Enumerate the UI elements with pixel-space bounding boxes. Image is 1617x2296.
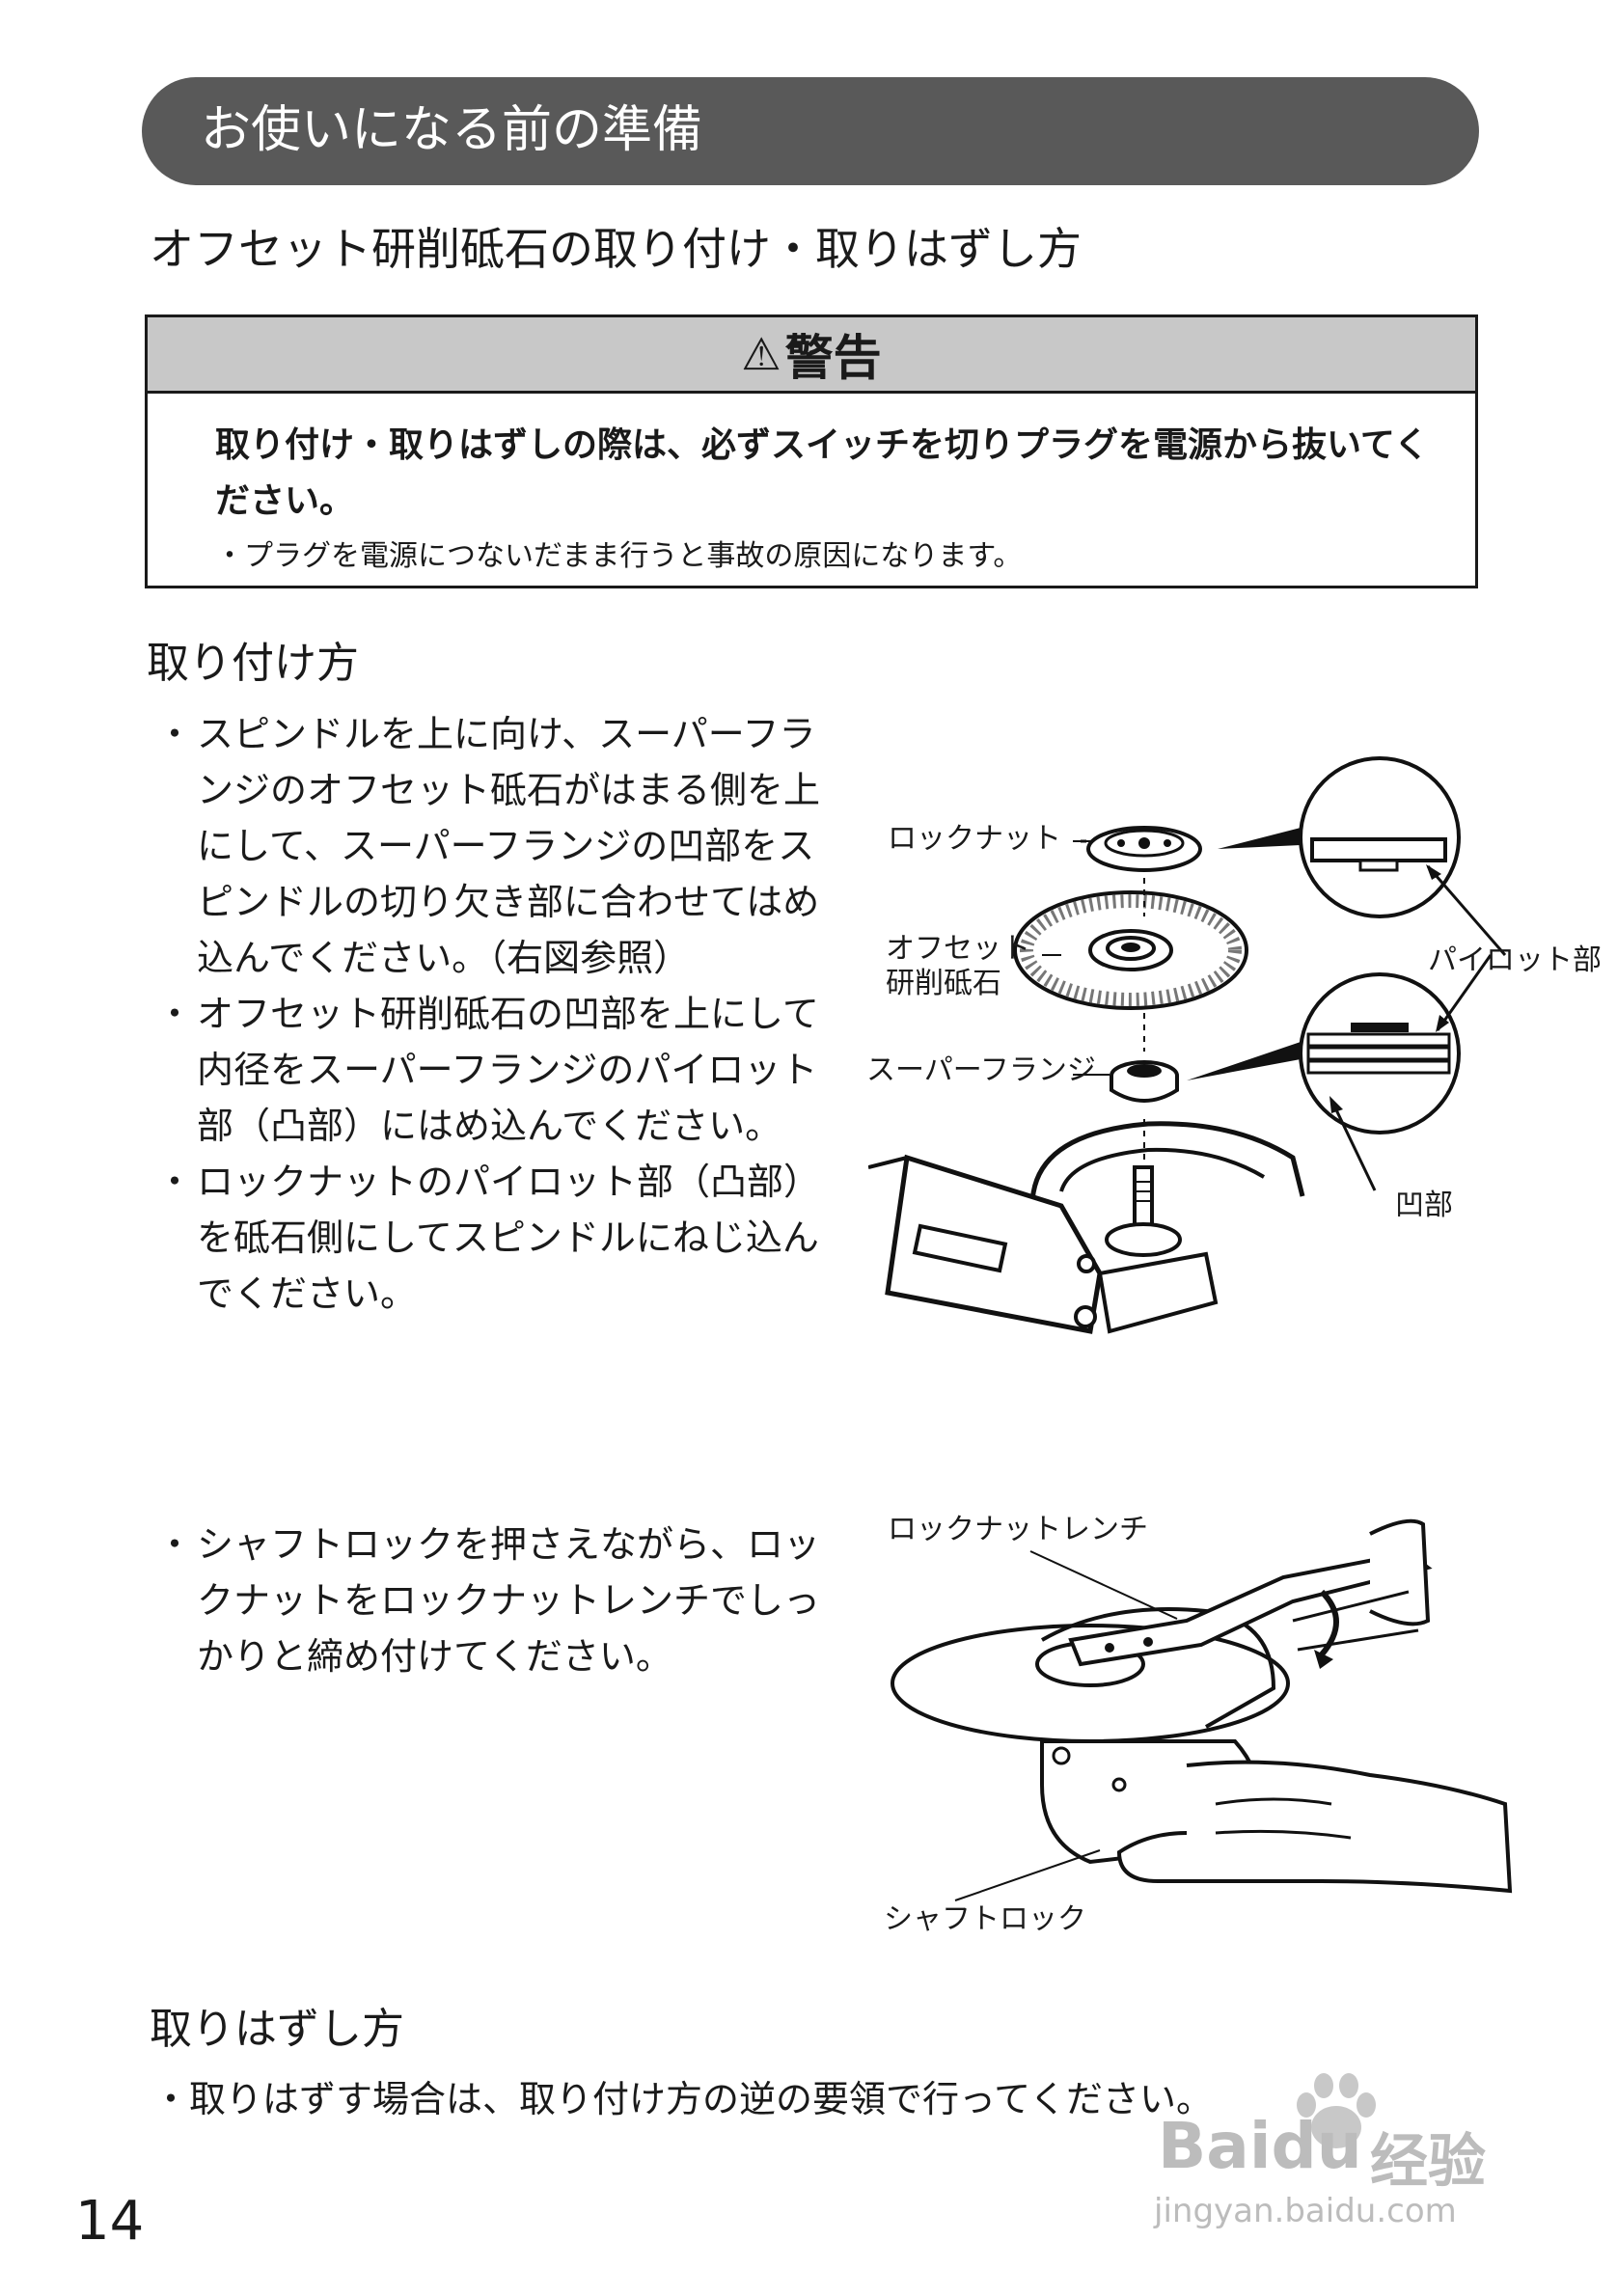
page-number: 14: [75, 2190, 145, 2253]
exploded-assembly-illustration: [868, 756, 1507, 1334]
label-offset-wheel-line2: 研削砥石: [886, 967, 1001, 1000]
tighten-step-text: シャフトロックを押さえながら、ロックナットをロックナットレンチでしっかりと締め付…: [156, 1517, 820, 1684]
wrench-tightening-illustration: [891, 1518, 1513, 1901]
page-header-title: お使いになる前の準備: [201, 101, 703, 159]
install-heading: 取り付け方: [147, 639, 359, 688]
watermark-brand-cn: 经验: [1370, 2128, 1486, 2196]
watermark-brand: Baidu: [1158, 2109, 1362, 2183]
warning-note: ・プラグを電源につないだまま行うと事故の原因になります。: [215, 539, 1023, 573]
warning-triangle-icon: ⚠: [741, 328, 781, 380]
install-step-1: スピンドルを上に向け、スーパーフランジのオフセット砥石がはまる側を上にして、スー…: [156, 706, 830, 986]
warning-header: ⚠ 警告: [148, 317, 1475, 394]
warning-body: 取り付け・取りはずしの際は、必ずスイッチを切りプラグを電源から抜いてください。: [215, 425, 1429, 521]
watermark-url: jingyan.baidu.com: [1154, 2192, 1457, 2230]
tighten-step: シャフトロックを押さえながら、ロックナットをロックナットレンチでしっかりと締め付…: [156, 1517, 820, 1684]
install-step-2: オフセット研削砥石の凹部を上にして内径をスーパーフランジのパイロット部（凸部）に…: [156, 986, 830, 1154]
install-steps: スピンドルを上に向け、スーパーフランジのオフセット砥石がはまる側を上にして、スー…: [156, 706, 830, 1322]
install-step-3: ロックナットのパイロット部（凸部）を砥石側にしてスピンドルにねじ込んでください。: [156, 1154, 830, 1322]
warning-title: 警告: [784, 330, 882, 386]
label-recess: 凹部: [1395, 1189, 1453, 1222]
label-lock-nut: ロックナット: [888, 822, 1061, 856]
paw-logo-icon: [1297, 2073, 1376, 2148]
label-offset-wheel-line1: オフセット: [886, 932, 1030, 966]
section-title: オフセット研削砥石の取り付け・取りはずし方: [150, 223, 1082, 275]
warning-box: ⚠ 警告 取り付け・取りはずしの際は、必ずスイッチを切りプラグを電源から抜いてく…: [145, 314, 1478, 588]
removal-heading: 取りはずし方: [150, 2005, 404, 2054]
removal-text: ・取りはずす場合は、取り付け方の逆の要領で行ってください。: [152, 2078, 1213, 2120]
header-banner: [142, 77, 1479, 185]
label-lock-nut-wrench: ロックナットレンチ: [888, 1513, 1148, 1546]
label-shaft-lock: シャフトロック: [884, 1902, 1086, 1936]
label-pilot: パイロット部: [1428, 943, 1602, 977]
label-super-flange: スーパーフランジ: [866, 1053, 1096, 1087]
